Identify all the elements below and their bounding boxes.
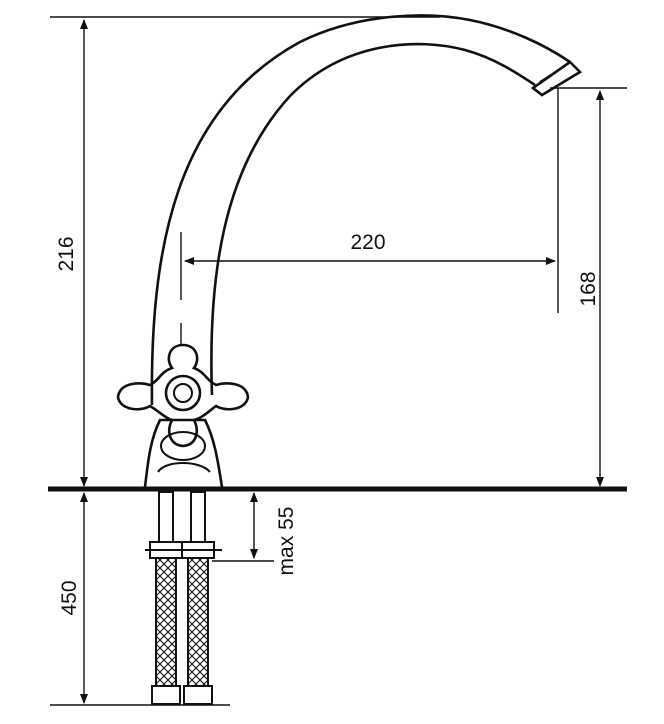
handle-arms [116, 343, 250, 448]
handle-hub [164, 374, 202, 412]
left-hose-braid [155, 557, 177, 687]
faucet-body [143, 418, 224, 488]
spout-aerator [530, 60, 583, 97]
height-dimension-label: 216 [55, 236, 78, 271]
deck-thickness-dimension: max 55 [212, 492, 298, 576]
height-dimension: 216 [50, 16, 440, 487]
base-inner-ring [157, 462, 211, 473]
supply-hoses [145, 491, 222, 705]
cross-handle [116, 323, 250, 448]
aerator-ring [539, 67, 563, 83]
spout-inner-edge [210, 42, 536, 396]
left-hose-threaded-stud [158, 491, 174, 543]
left-hose-fitting [151, 685, 181, 705]
spout-outer-edge [150, 14, 571, 406]
right-hose-braid [187, 557, 209, 687]
hose-length-label: 450 [58, 580, 81, 615]
clearance-dimension-label: 168 [577, 271, 600, 306]
valve-body [160, 431, 206, 461]
deck-thickness-label: max 55 [275, 507, 298, 576]
faucet-spout [150, 14, 583, 406]
faucet-base [143, 418, 224, 488]
handle-cap [173, 383, 193, 403]
right-hose-fitting [183, 685, 213, 705]
right-hose-threaded-stud [190, 491, 206, 543]
reach-dimension: 220 [180, 88, 559, 313]
reach-dimension-label: 220 [350, 231, 385, 254]
clearance-dimension: 168 [550, 87, 627, 487]
